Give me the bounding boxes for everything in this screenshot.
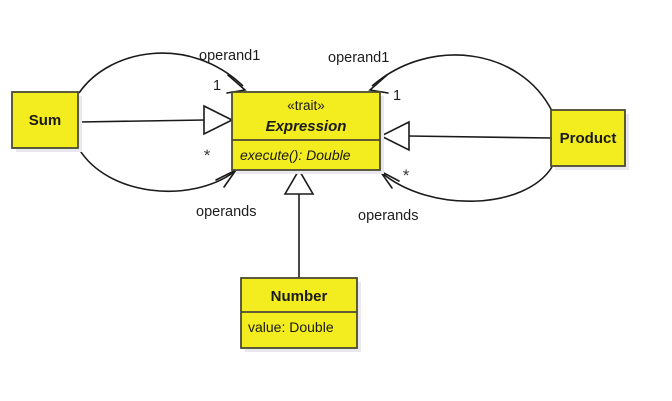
association-role-sum-operand1: operand1 bbox=[199, 48, 260, 64]
generalization-line-product[interactable] bbox=[407, 135, 553, 139]
association-line-product-operands[interactable] bbox=[381, 166, 553, 203]
class-box-sum[interactable] bbox=[11, 91, 79, 149]
association-line-sum-operands[interactable] bbox=[78, 148, 235, 192]
class-stereotype-expression: «trait» bbox=[287, 98, 325, 113]
class-operation-expression-execute: execute(): Double bbox=[240, 147, 351, 163]
association-line-product-operand1[interactable] bbox=[371, 54, 553, 112]
association-multiplicity-sum-operand1: 1 bbox=[213, 78, 221, 94]
generalization-arrowhead-product bbox=[379, 120, 410, 152]
arrowhead-sum-operand1 bbox=[226, 74, 247, 94]
generalization-arrowhead-number bbox=[283, 168, 315, 195]
class-name-number: Number bbox=[271, 288, 328, 305]
association-role-product-operand1: operand1 bbox=[328, 50, 389, 66]
class-name-product: Product bbox=[560, 130, 617, 147]
arrowhead-product-operand1 bbox=[368, 74, 389, 94]
association-role-product-operands: operands bbox=[358, 208, 418, 224]
class-box-expression[interactable] bbox=[231, 91, 381, 171]
class-box-product[interactable] bbox=[550, 109, 626, 167]
association-role-sum-operands: operands bbox=[196, 204, 256, 220]
class-name-sum: Sum bbox=[29, 112, 62, 129]
class-attribute-number-value: value: Double bbox=[248, 319, 334, 335]
class-name-expression: Expression bbox=[266, 118, 347, 135]
association-multiplicity-product-operand1: 1 bbox=[393, 88, 401, 104]
association-multiplicity-product-operands: * bbox=[403, 166, 410, 185]
class-box-number[interactable] bbox=[240, 277, 358, 349]
generalization-line-sum[interactable] bbox=[78, 119, 206, 123]
association-line-sum-operand1[interactable] bbox=[78, 52, 244, 94]
association-multiplicity-sum-operands: * bbox=[204, 146, 211, 165]
generalization-arrowhead-sum bbox=[203, 104, 234, 136]
